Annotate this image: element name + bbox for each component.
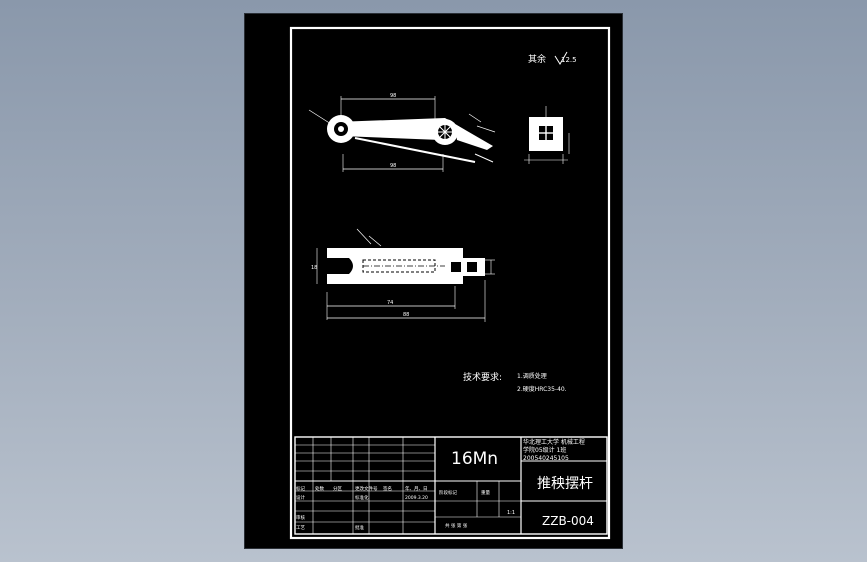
school-line-1: 华北理工大学 机械工程 — [523, 438, 585, 446]
marks-label: 标记 — [296, 485, 305, 492]
drawing-number: ZZB-004 — [542, 514, 594, 528]
zone-label: 分区 — [333, 485, 342, 492]
date-label: 年、月、日 — [405, 485, 428, 492]
roughness-symbol — [554, 51, 568, 65]
drawing-border — [289, 26, 611, 540]
tech-req-heading: 技术要求: — [463, 371, 502, 383]
material-text: 16Mn — [451, 449, 498, 469]
roughness-value: 12.5 — [561, 56, 577, 64]
standard-label: 标准化 — [355, 494, 369, 501]
stage-label: 阶段标记 — [439, 489, 457, 496]
tech-req-item-2: 2.硬度HRC35-40. — [517, 385, 567, 393]
school-line-3: 200540245105 — [523, 455, 569, 462]
dim-top-upper: 98 — [390, 93, 396, 99]
design-label: 设计 — [296, 494, 305, 501]
top-view: 98 98 — [308, 93, 496, 172]
lever-tail — [455, 124, 493, 150]
front-view: 18 74 88 — [311, 228, 495, 322]
drawing-sheet: 其余 12.5 98 98 — [244, 13, 623, 549]
dim-top-lower: 98 — [390, 163, 396, 169]
school-line-2: 学院05级计 1班 — [523, 446, 566, 454]
approve-label: 批准 — [355, 524, 364, 531]
scale-value: 1:1 — [507, 510, 515, 516]
title-block: 16Mn 华北理工大学 机械工程 学院05级计 1班 200540245105 … — [294, 436, 608, 535]
side-view — [524, 106, 570, 164]
date-value: 2009.3.20 — [405, 495, 428, 501]
sign-label: 签名 — [383, 485, 392, 492]
dim-front-a: 74 — [387, 300, 393, 306]
roughness-label: 其余 — [528, 53, 546, 65]
places-label: 处数 — [315, 485, 324, 492]
review-label: 审核 — [296, 514, 305, 521]
dim-front-h: 18 — [311, 265, 317, 271]
weight-label: 重量 — [481, 489, 490, 496]
tech-req-item-1: 1.调质处理 — [517, 372, 547, 380]
change-doc-label: 更改文件号 — [355, 485, 378, 492]
part-name: 推秧摆杆 — [537, 476, 593, 492]
cad-drawing: 其余 12.5 98 98 — [289, 26, 611, 540]
fork-slot — [327, 258, 353, 274]
sheets-label: 共 张 第 张 — [445, 522, 468, 529]
process-label: 工艺 — [296, 525, 305, 531]
dim-front-b: 88 — [403, 312, 409, 318]
